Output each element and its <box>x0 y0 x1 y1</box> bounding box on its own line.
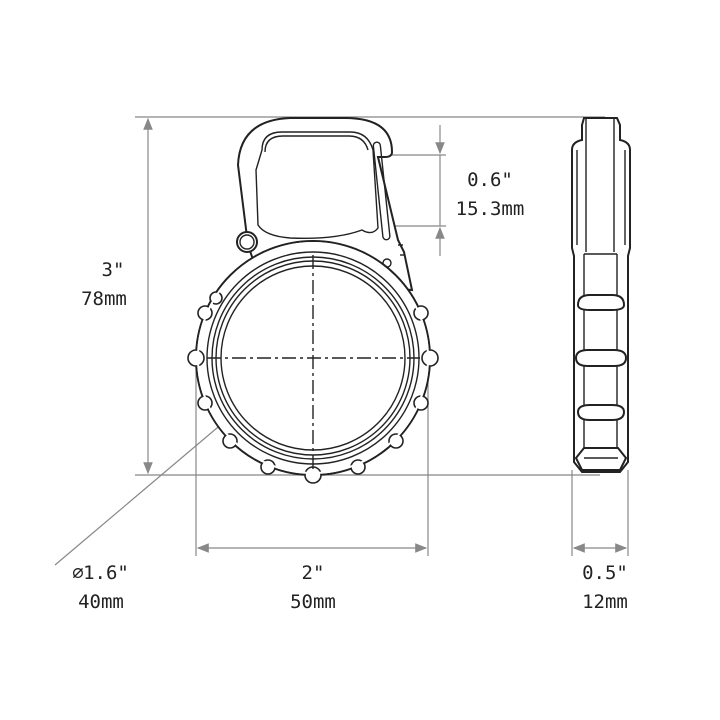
gate-metric-label: 15.3mm <box>456 198 525 220</box>
width-metric-label: 50mm <box>290 591 336 613</box>
carabiner-front-view <box>187 117 439 484</box>
carabiner-side-view <box>571 117 631 473</box>
diameter-symbol: ⌀ <box>72 562 83 584</box>
thickness-imperial-label: 0.5" <box>582 562 628 584</box>
width-imperial-label: 2" <box>302 562 325 584</box>
height-metric-label: 78mm <box>81 288 127 310</box>
diameter-metric-label: 40mm <box>78 591 124 613</box>
gate-imperial-label: 0.6" <box>467 169 513 191</box>
height-imperial-label: 3" <box>102 259 125 281</box>
extension-lines <box>135 116 629 556</box>
thickness-metric-label: 12mm <box>582 591 628 613</box>
diameter-imperial-label: 1.6" <box>83 562 129 584</box>
